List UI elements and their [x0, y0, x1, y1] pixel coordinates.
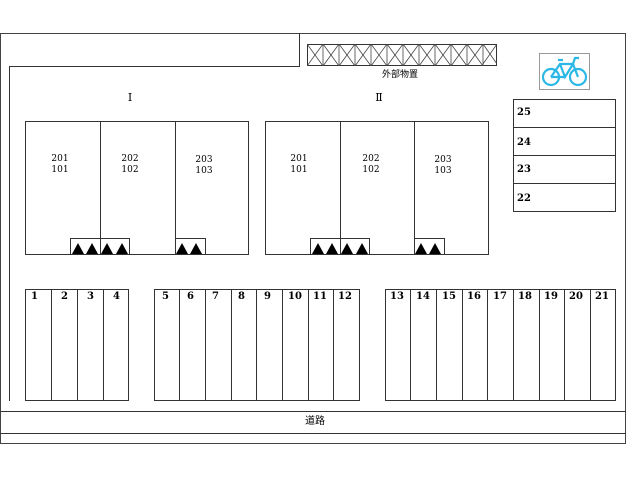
parking-divider [77, 289, 78, 401]
parking-space-13: 13 [390, 291, 404, 302]
parking-group-3 [385, 289, 616, 401]
parking-divider [51, 289, 52, 401]
parking-space-20: 20 [569, 291, 583, 302]
building-2-label: Ⅱ [375, 91, 383, 104]
parking-divider [282, 289, 283, 401]
building-1-unit-2: 202 102 [121, 154, 139, 175]
parking-divider [462, 289, 463, 401]
storage-box [307, 44, 497, 66]
building-2-divider-2 [414, 121, 415, 255]
entry-triangle [176, 243, 188, 254]
road-label: 道路 [305, 416, 325, 427]
parking-space-6: 6 [187, 291, 194, 302]
building-1-unit-3: 203 103 [195, 155, 213, 176]
building-1 [25, 121, 249, 255]
map-frame [0, 33, 626, 444]
parking-space-23: 23 [517, 164, 531, 175]
parking-space-3: 3 [87, 291, 94, 302]
parking-divider [308, 289, 309, 401]
parking-divider [333, 289, 334, 401]
storage-hatch [307, 44, 497, 66]
right-parking-divider [513, 127, 616, 128]
parking-divider [410, 289, 411, 401]
parking-divider [590, 289, 591, 401]
building-1-divider-1 [100, 121, 101, 255]
property-line-top [9, 66, 300, 67]
entry-triangle [415, 243, 427, 254]
building-1-divider-2 [175, 121, 176, 255]
building-2-unit-1: 201 101 [290, 154, 308, 175]
entry-triangle [190, 243, 202, 254]
entry-triangle [356, 243, 368, 254]
parking-space-8: 8 [238, 291, 245, 302]
parking-divider [513, 289, 514, 401]
parking-space-15: 15 [442, 291, 456, 302]
building-1-label: I [127, 91, 133, 104]
parking-space-2: 2 [61, 291, 68, 302]
parking-divider [539, 289, 540, 401]
property-line-left [9, 66, 10, 401]
property-line-notch [299, 33, 300, 67]
parking-space-1: 1 [31, 291, 38, 302]
entry-triangle [341, 243, 353, 254]
parking-space-12: 12 [338, 291, 352, 302]
parking-divider [487, 289, 488, 401]
parking-space-10: 10 [288, 291, 302, 302]
building-2 [265, 121, 489, 255]
parking-space-24: 24 [517, 137, 531, 148]
parking-divider [179, 289, 180, 401]
parking-divider [256, 289, 257, 401]
entry-triangle [86, 243, 98, 254]
building-2-unit-2: 202 102 [362, 154, 380, 175]
parking-divider [205, 289, 206, 401]
building-1-entry-b [175, 238, 206, 255]
entry-triangle [326, 243, 338, 254]
right-parking-divider [513, 155, 616, 156]
parking-space-21: 21 [595, 291, 609, 302]
building-2-divider-1 [340, 121, 341, 255]
entry-triangle [72, 243, 84, 254]
parking-space-16: 16 [467, 291, 481, 302]
building-1-entry-a [70, 238, 130, 255]
parking-divider [436, 289, 437, 401]
parking-space-25: 25 [517, 107, 531, 118]
building-2-unit-3: 203 103 [434, 155, 452, 176]
road-edge-top [0, 411, 626, 412]
parking-space-5: 5 [162, 291, 169, 302]
parking-space-4: 4 [113, 291, 120, 302]
building-1-unit-1: 201 101 [51, 154, 69, 175]
building-2-entry-b [414, 238, 445, 255]
bicycle-icon [539, 53, 590, 90]
parking-space-18: 18 [518, 291, 532, 302]
entry-triangle [101, 243, 113, 254]
right-parking-divider [513, 183, 616, 184]
parking-divider [103, 289, 104, 401]
parking-space-14: 14 [416, 291, 430, 302]
parking-divider [231, 289, 232, 401]
entry-triangle [429, 243, 441, 254]
parking-space-7: 7 [212, 291, 219, 302]
parking-space-19: 19 [544, 291, 558, 302]
building-2-entry-a [310, 238, 370, 255]
entry-triangle [312, 243, 324, 254]
parking-space-11: 11 [313, 291, 327, 302]
parking-space-22: 22 [517, 193, 531, 204]
parking-group-2 [154, 289, 360, 401]
parking-space-9: 9 [264, 291, 271, 302]
parking-divider [564, 289, 565, 401]
entry-triangle [116, 243, 128, 254]
parking-space-17: 17 [493, 291, 507, 302]
road-edge-bottom [0, 433, 626, 434]
storage-label: 外部物置 [381, 70, 418, 80]
